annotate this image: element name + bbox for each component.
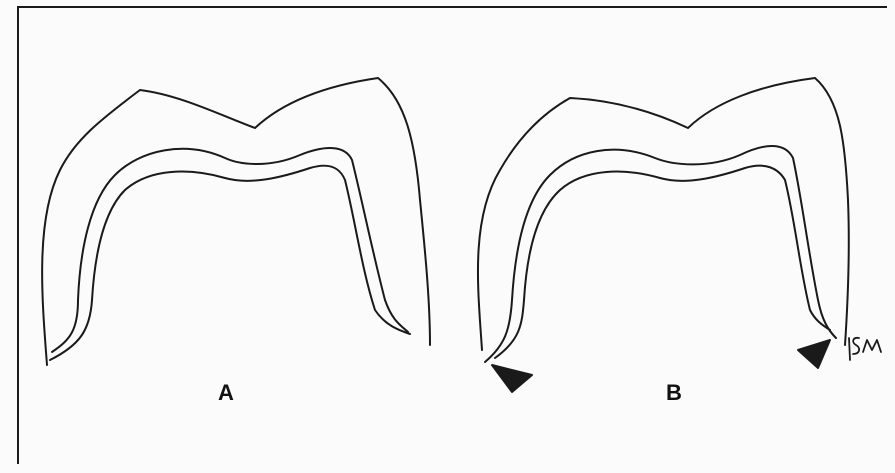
panel-label-a: A (218, 382, 234, 404)
signature-mark (847, 330, 887, 370)
arrowhead-left-icon (492, 365, 532, 392)
crown-b-enamel-line-inner (495, 166, 830, 358)
panel-label-b: B (666, 382, 682, 404)
crown-b-outer-outline (478, 78, 849, 350)
arrowhead-right-icon (798, 340, 830, 368)
crown-a-outer-outline (42, 78, 430, 365)
crown-a-enamel-line-inner (50, 166, 410, 360)
